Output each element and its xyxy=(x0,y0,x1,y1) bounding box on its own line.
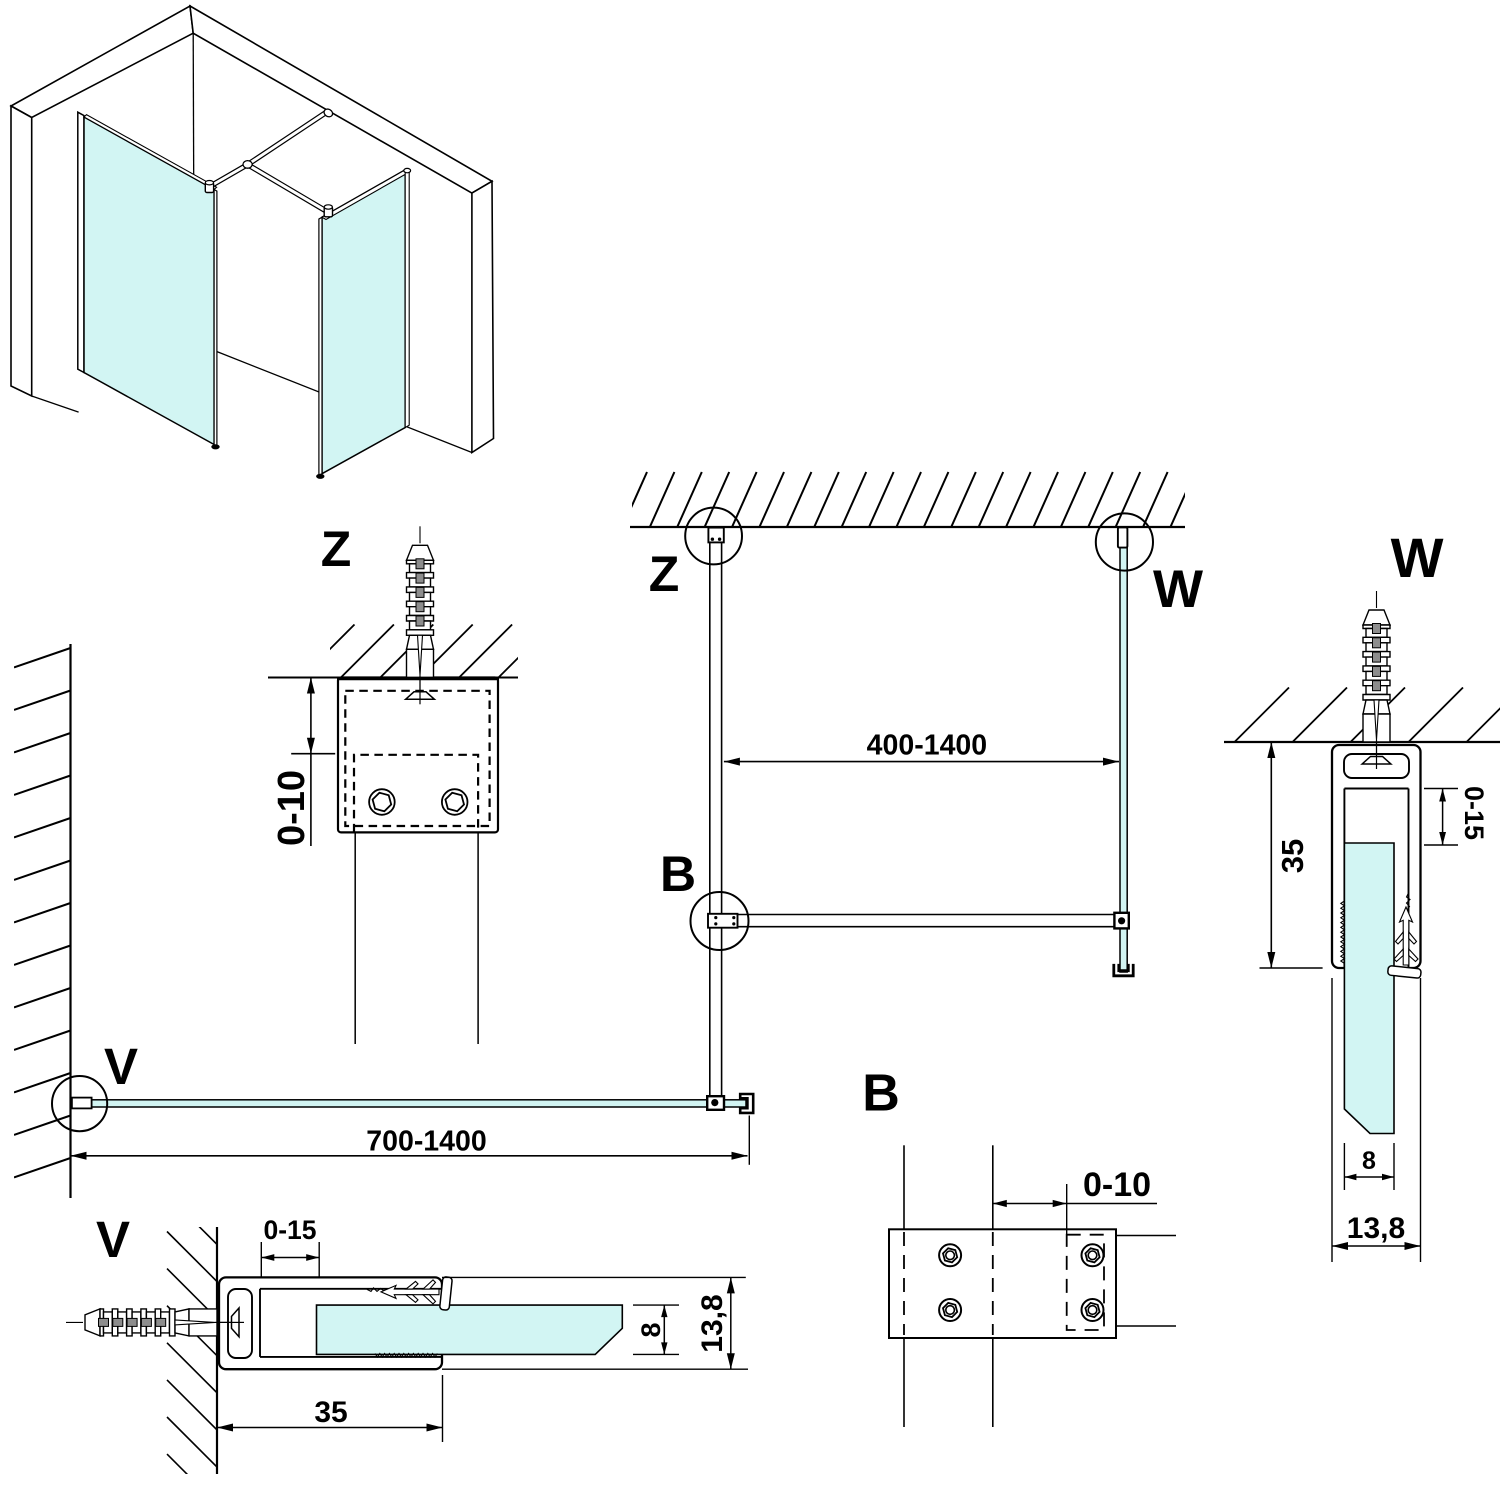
svg-text:0-10: 0-10 xyxy=(1083,1166,1151,1204)
svg-text:35: 35 xyxy=(314,1396,347,1429)
svg-text:B: B xyxy=(862,1065,900,1123)
svg-text:700-1400: 700-1400 xyxy=(366,1125,486,1157)
svg-text:0-10: 0-10 xyxy=(271,770,313,846)
svg-text:V: V xyxy=(104,1038,138,1095)
svg-text:0-15: 0-15 xyxy=(1459,786,1489,840)
svg-text:Z: Z xyxy=(649,546,680,602)
svg-text:V: V xyxy=(96,1211,130,1268)
svg-text:8: 8 xyxy=(1362,1147,1376,1175)
svg-text:0-15: 0-15 xyxy=(263,1215,316,1245)
svg-text:B: B xyxy=(660,846,696,902)
svg-text:13,8: 13,8 xyxy=(696,1294,729,1352)
svg-text:W: W xyxy=(1153,560,1203,619)
svg-text:400-1400: 400-1400 xyxy=(867,729,987,761)
svg-text:8: 8 xyxy=(636,1322,666,1337)
svg-text:Z: Z xyxy=(321,521,352,577)
svg-text:13,8: 13,8 xyxy=(1347,1212,1405,1245)
svg-text:W: W xyxy=(1391,526,1444,589)
svg-text:35: 35 xyxy=(1275,839,1310,873)
